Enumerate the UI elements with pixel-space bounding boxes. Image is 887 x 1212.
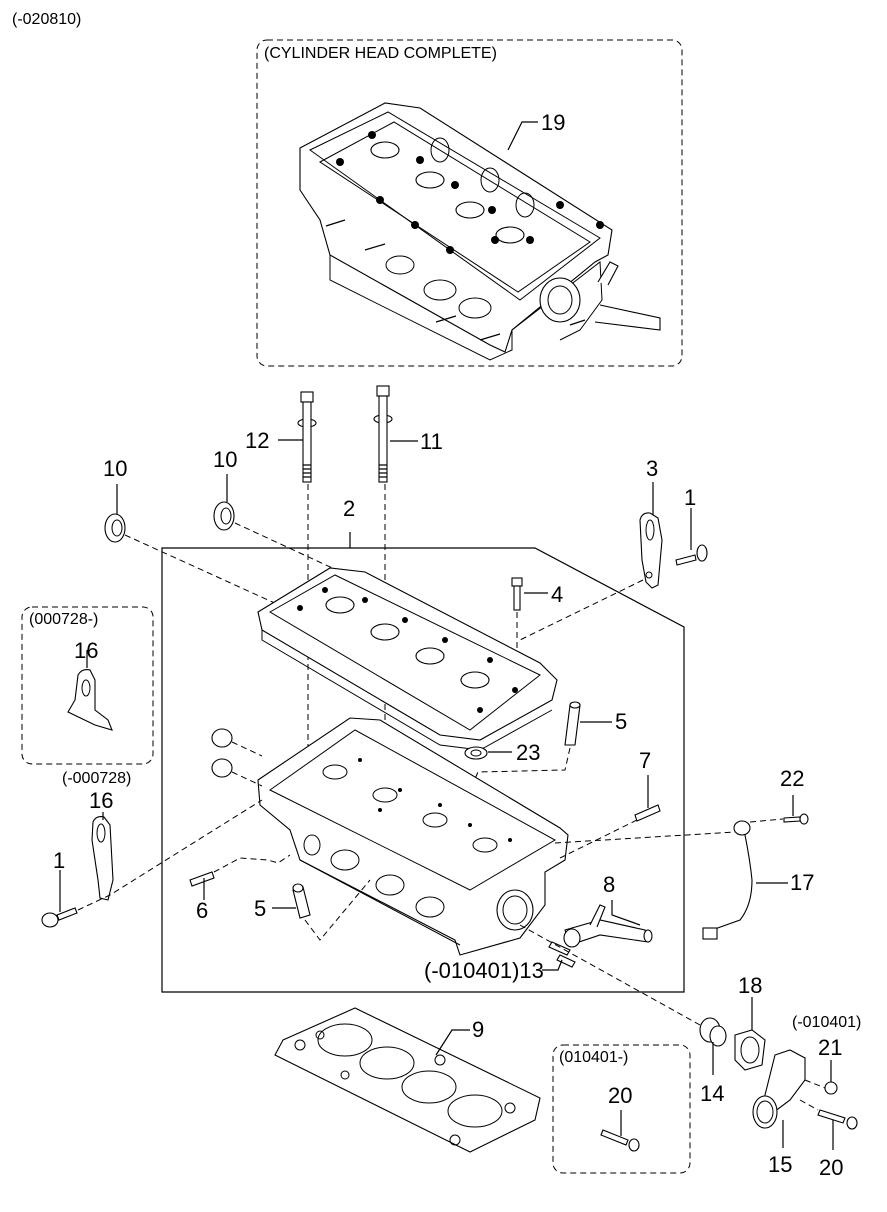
group-box-cylinder-head-complete: [256, 39, 683, 367]
callout-13[interactable]: (-010401)13: [424, 958, 544, 983]
callout-10a[interactable]: 10: [103, 456, 128, 481]
bolt-22-axis: [749, 818, 784, 823]
callout-23[interactable]: 23: [516, 740, 541, 765]
stud-7[interactable]: [634, 804, 661, 822]
head-bolt-12[interactable]: [297, 391, 317, 483]
oil-seal-10a[interactable]: [104, 513, 126, 543]
callout-20a[interactable]: 20: [608, 1083, 633, 1108]
callout-11[interactable]: 11: [420, 429, 443, 454]
callout-6[interactable]: 6: [196, 898, 209, 923]
callout-5b[interactable]: 5: [254, 896, 267, 921]
leader-line-19: [507, 121, 538, 151]
top-note-date-range: (-020810): [12, 11, 82, 28]
oil-seal-10a-axis: [124, 534, 291, 611]
bracket-3-axis: [519, 579, 644, 641]
group-box-bolt-010401: [552, 1044, 691, 1174]
callout-17[interactable]: 17: [790, 870, 815, 895]
gasket-18[interactable]: [734, 1029, 766, 1071]
sensor-17-axis: [554, 831, 736, 844]
callout-20b[interactable]: 20: [819, 1155, 844, 1180]
dowel-5b-axis: [304, 879, 371, 941]
group-title-cylinder-head-complete: (CYLINDER HEAD COMPLETE): [264, 45, 497, 62]
bracket-16-axis: [77, 799, 263, 911]
leader-line-8: [611, 900, 641, 926]
callout-12[interactable]: 12: [245, 428, 270, 453]
callout-18[interactable]: 18: [738, 973, 763, 998]
callout-14[interactable]: 14: [700, 1081, 725, 1106]
fitting-15-axes: [799, 1079, 826, 1111]
callout-19[interactable]: 19: [541, 110, 566, 135]
head-gasket-9[interactable]: [274, 1007, 541, 1153]
cam-plug-axes: [231, 741, 263, 787]
callout-16b[interactable]: 16: [89, 788, 114, 813]
oil-seal-10b[interactable]: [213, 501, 235, 531]
callout-22[interactable]: 22: [780, 766, 805, 791]
dowel-5a-axis: [469, 747, 571, 791]
leader-line-9: [435, 1029, 470, 1056]
dowel-5a[interactable]: [564, 701, 581, 746]
callout-15[interactable]: 15: [768, 1152, 793, 1177]
washer-23[interactable]: [464, 746, 488, 760]
callout-3[interactable]: 3: [646, 456, 659, 481]
note-21-date-range: (-010401): [792, 1014, 862, 1031]
callout-9[interactable]: 9: [472, 1017, 485, 1042]
callout-2[interactable]: 2: [343, 496, 356, 521]
cam-plugs: [211, 728, 233, 778]
nut-21[interactable]: [824, 1081, 838, 1095]
bolt-4[interactable]: [511, 577, 523, 611]
hanger-bracket-3[interactable]: [639, 512, 663, 589]
callout-1b[interactable]: 1: [53, 848, 66, 873]
thermostat-axis: [519, 924, 701, 1026]
stud-7-axis: [559, 819, 638, 859]
assembly-box-part-2: [161, 547, 685, 993]
callout-10b[interactable]: 10: [213, 447, 238, 472]
callout-4[interactable]: 4: [551, 582, 564, 607]
stud-6[interactable]: [189, 871, 215, 887]
thermostat-14[interactable]: [699, 1017, 727, 1047]
sensor-harness-17[interactable]: [702, 820, 753, 940]
head-bolt-11[interactable]: [373, 385, 393, 483]
dowel-5b[interactable]: [292, 883, 311, 919]
callout-7[interactable]: 7: [639, 748, 652, 773]
callout-21[interactable]: 21: [818, 1035, 843, 1060]
hanger-bracket-16-late[interactable]: [67, 669, 113, 731]
bolt-20b[interactable]: [817, 1109, 858, 1130]
leader-line-13: [542, 959, 563, 971]
group-box-bracket-000728: [21, 606, 154, 765]
cylinder-head-complete-part[interactable]: [299, 102, 661, 361]
bolt-1b[interactable]: [41, 907, 78, 928]
note-16b-date-range: (-000728): [62, 770, 132, 787]
hanger-bracket-16-early[interactable]: [91, 816, 114, 901]
stud-13[interactable]: [548, 941, 576, 968]
stud-6-axis: [213, 854, 291, 873]
callout-1a[interactable]: 1: [684, 485, 697, 510]
water-pipe-8[interactable]: [563, 904, 653, 948]
callout-8[interactable]: 8: [603, 872, 616, 897]
camshaft-carrier[interactable]: [257, 567, 558, 751]
callout-5a[interactable]: 5: [615, 709, 628, 734]
group-title-bracket-000728: (000728-): [29, 611, 99, 628]
bolt-1a[interactable]: [675, 544, 708, 566]
cylinder-head[interactable]: [257, 717, 569, 956]
group-title-bolt-010401: (010401-): [559, 1049, 629, 1066]
callout-16a[interactable]: 16: [74, 638, 99, 663]
bolt-22[interactable]: [783, 813, 809, 825]
water-inlet-15[interactable]: [752, 1049, 806, 1129]
bolt-20a[interactable]: [600, 1129, 640, 1152]
